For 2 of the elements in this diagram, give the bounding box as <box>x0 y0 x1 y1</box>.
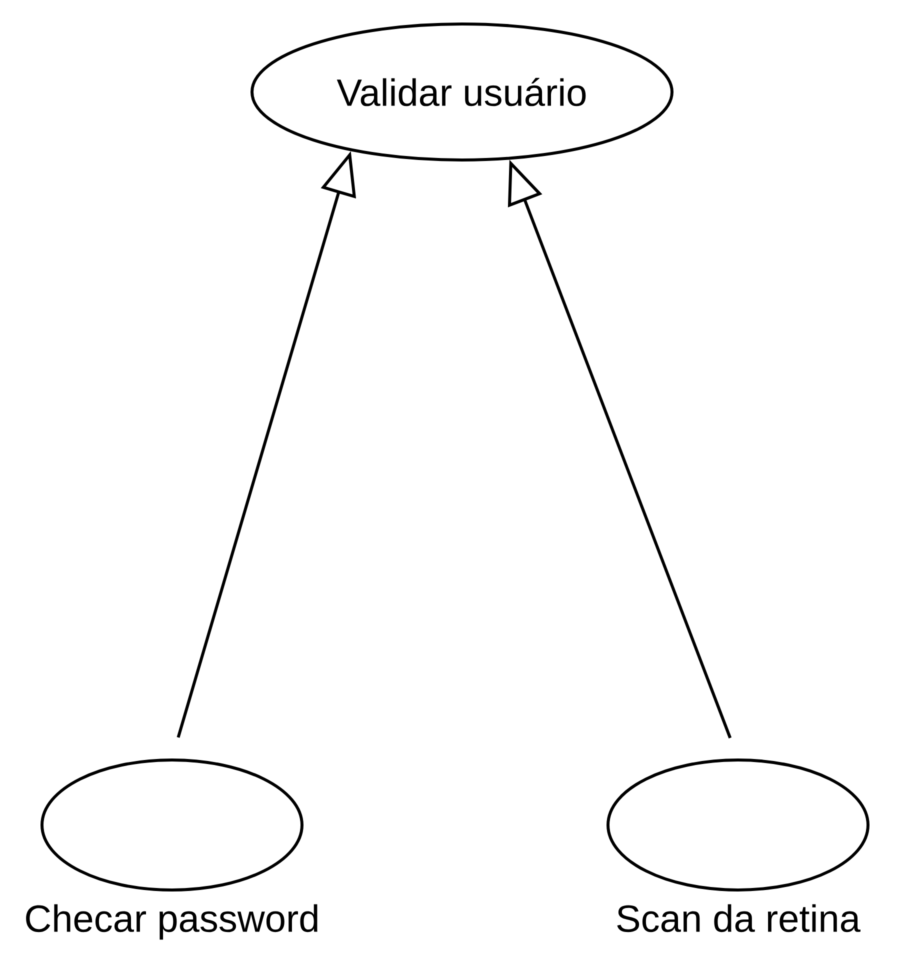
node-label: Checar password <box>26 904 318 940</box>
node-label: Scan da retina <box>617 904 860 932</box>
